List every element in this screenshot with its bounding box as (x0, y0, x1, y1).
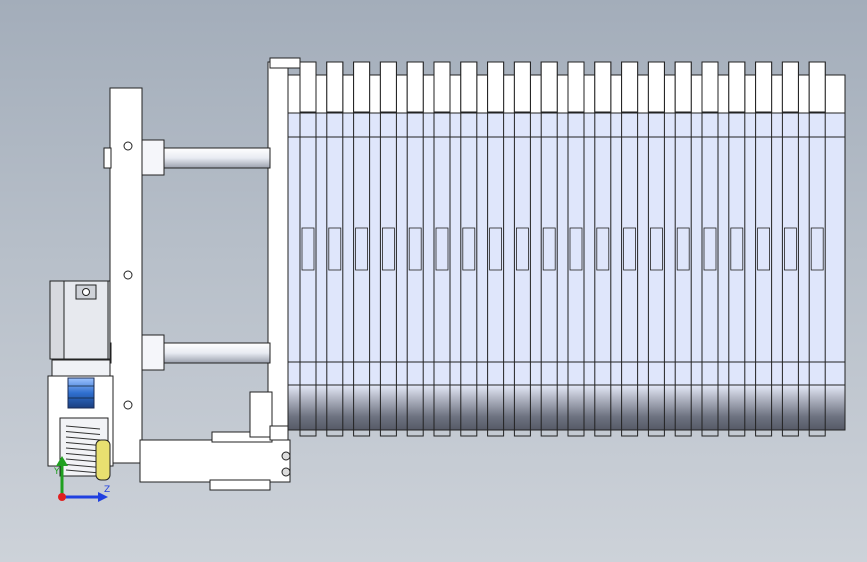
triad-z-label: Z (104, 485, 110, 495)
gear-teeth (65, 425, 101, 474)
heatsink-fin-cap (460, 61, 478, 113)
heatsink-fin-slot (623, 227, 636, 271)
heatsink-fin-slot (516, 227, 529, 271)
plate-hole-top (123, 141, 133, 151)
triad-origin (58, 493, 66, 501)
heatsink-fin-slot (435, 227, 449, 271)
bottom-bracket[interactable] (139, 391, 291, 491)
gear-assembly[interactable] (59, 417, 111, 481)
standoff-rods (139, 139, 271, 371)
heatsink-fin-cap (621, 61, 639, 113)
heatsink-fin-cap (433, 61, 451, 113)
heatsink-fin-slot (569, 227, 583, 271)
heatsink-fin-slot (650, 227, 663, 271)
heatsink-fin-slot (676, 227, 690, 271)
yellow-gear (95, 439, 111, 481)
gear-tooth-line (65, 442, 101, 446)
standoff-rod-upper[interactable] (161, 147, 271, 169)
heatsink-fin-slot (355, 227, 369, 271)
heatsink-fins (299, 61, 826, 437)
heatsink-fin-slot (542, 227, 556, 271)
gear-tooth-line (65, 453, 101, 457)
blue-coupling (67, 377, 95, 409)
bracket-connector (269, 425, 289, 441)
motor-terminal-screw (82, 288, 90, 296)
heatsink-fin-slot (784, 227, 797, 271)
gear-tooth-line (65, 464, 101, 468)
bracket-bolt-upper (281, 451, 291, 461)
plate-hole-middle (123, 270, 133, 280)
heatsink-fin-slot (301, 227, 315, 271)
heatsink-flange-top (269, 57, 301, 69)
rod-collar-lower (139, 334, 165, 371)
coupling-upper-flange (51, 359, 111, 377)
gear-tooth-line (65, 425, 101, 430)
heatsink-fin-slot (381, 227, 395, 271)
heatsink[interactable] (267, 57, 846, 441)
rod-collar-upper (139, 139, 165, 176)
heatsink-fin-cap (755, 61, 773, 113)
heatsink-fin-cap (540, 61, 558, 113)
heatsink-fin-cap (487, 61, 505, 113)
heatsink-fin-cap (808, 61, 826, 113)
gear-tooth-line (65, 458, 101, 463)
heatsink-fin-slot (462, 227, 476, 271)
standoff-rod-lower[interactable] (161, 342, 271, 364)
coordinate-triad: Y Z (53, 456, 110, 502)
plate-edge-tab-upper (103, 147, 112, 169)
heatsink-fin-cap (406, 61, 424, 113)
heatsink-fin-slot (408, 227, 422, 271)
heatsink-fin-slot (489, 227, 503, 271)
triad-y-label: Y (53, 467, 60, 477)
heatsink-fin-slot (757, 227, 770, 271)
heatsink-fin-cap (326, 61, 344, 113)
heatsink-fin-cap (567, 61, 585, 113)
heatsink-fin-cap (701, 61, 719, 113)
heatsink-fin-slot (596, 227, 610, 271)
bracket-foot (209, 479, 271, 491)
heatsink-fin-cap (299, 61, 317, 113)
gear-tooth-line (65, 436, 101, 441)
heatsink-fin-slot (328, 227, 342, 271)
motor[interactable] (49, 280, 111, 360)
bracket-bolt-lower (281, 467, 291, 477)
heatsink-fin-cap (728, 61, 746, 113)
gear-tooth-line (65, 431, 101, 435)
triad-z-arrowhead (98, 492, 108, 502)
heatsink-fin-cap (674, 61, 692, 113)
triad-y-arrowhead (56, 456, 68, 466)
heatsink-fin-slot (810, 227, 824, 271)
gear-tooth-line (65, 447, 101, 452)
plate-hole-bottom (123, 400, 133, 410)
heatsink-fin-cap (353, 61, 371, 113)
mounting-plate[interactable] (103, 87, 143, 464)
gear-tooth-line (65, 469, 101, 474)
heatsink-fin-cap (379, 61, 397, 113)
heatsink-left-frame (267, 61, 289, 441)
heatsink-fin-slot (703, 227, 717, 271)
heatsink-fin-cap (647, 61, 665, 113)
bracket-riser (249, 391, 273, 438)
heatsink-fin-slot (730, 227, 744, 271)
heatsink-fin-cap (781, 61, 799, 113)
heatsink-fin-cap (594, 61, 612, 113)
heatsink-fin-cap (513, 61, 531, 113)
